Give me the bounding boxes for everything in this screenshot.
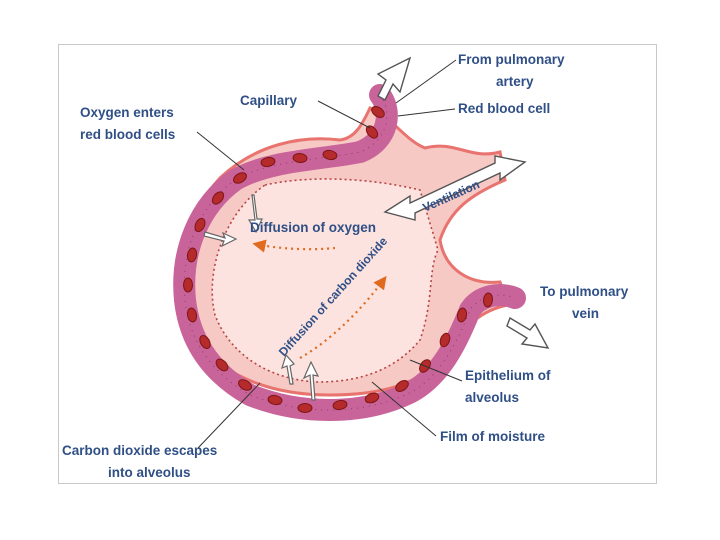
red-blood-cell <box>439 332 451 348</box>
red-blood-cell <box>186 247 198 263</box>
inflow-arrow-icon <box>376 56 412 101</box>
red-blood-cell <box>215 358 229 372</box>
epithelium-label-2: alveolus <box>465 390 519 405</box>
oxygen-diffusion-label: Diffusion of oxygen <box>250 220 376 235</box>
to-vein-label-2: vein <box>572 306 599 321</box>
red-blood-cell <box>364 392 380 404</box>
film-moisture-label: Film of moisture <box>440 429 545 444</box>
wall-hollow-arrows <box>203 194 320 401</box>
red-blood-cell <box>292 152 308 164</box>
co2-escapes-label-1: Carbon dioxide escapes <box>62 443 217 458</box>
epithelium-label-1: Epithelium of <box>465 368 551 383</box>
red-blood-cell-label: Red blood cell <box>458 101 550 116</box>
red-blood-cell <box>238 379 252 391</box>
ventilation-arrow-icon <box>383 155 527 221</box>
red-blood-cell <box>456 307 468 323</box>
red-blood-cell <box>199 335 211 349</box>
red-blood-cell <box>183 277 193 293</box>
red-blood-cells <box>183 106 494 413</box>
oxygen-enters-label-2: red blood cells <box>80 127 175 142</box>
red-blood-cell <box>211 191 225 205</box>
red-blood-cell <box>482 292 494 308</box>
red-blood-cell <box>322 149 338 161</box>
red-blood-cell <box>260 156 276 168</box>
co2-diffusion-arrow <box>299 275 387 359</box>
alveolus-air-space <box>211 178 439 383</box>
from-artery-label-1: From pulmonary <box>458 52 565 67</box>
red-blood-cell <box>297 403 313 413</box>
red-blood-cell <box>267 394 283 406</box>
red-blood-cell <box>186 307 198 323</box>
oxygen-diffusion-arrow <box>252 239 336 253</box>
red-blood-cell <box>371 106 385 118</box>
red-blood-cell <box>395 380 409 392</box>
co2-escapes-label-2: into alveolus <box>108 465 191 480</box>
leader-lines <box>196 59 463 449</box>
red-blood-cell <box>332 399 348 411</box>
outflow-arrow-icon <box>506 316 550 349</box>
to-vein-label-1: To pulmonary <box>540 284 629 299</box>
red-blood-cell <box>233 172 247 184</box>
capillary-label: Capillary <box>240 93 298 108</box>
red-blood-cell <box>194 217 206 233</box>
oxygen-enters-label-1: Oxygen enters <box>80 105 174 120</box>
from-artery-label-2: artery <box>496 74 534 89</box>
